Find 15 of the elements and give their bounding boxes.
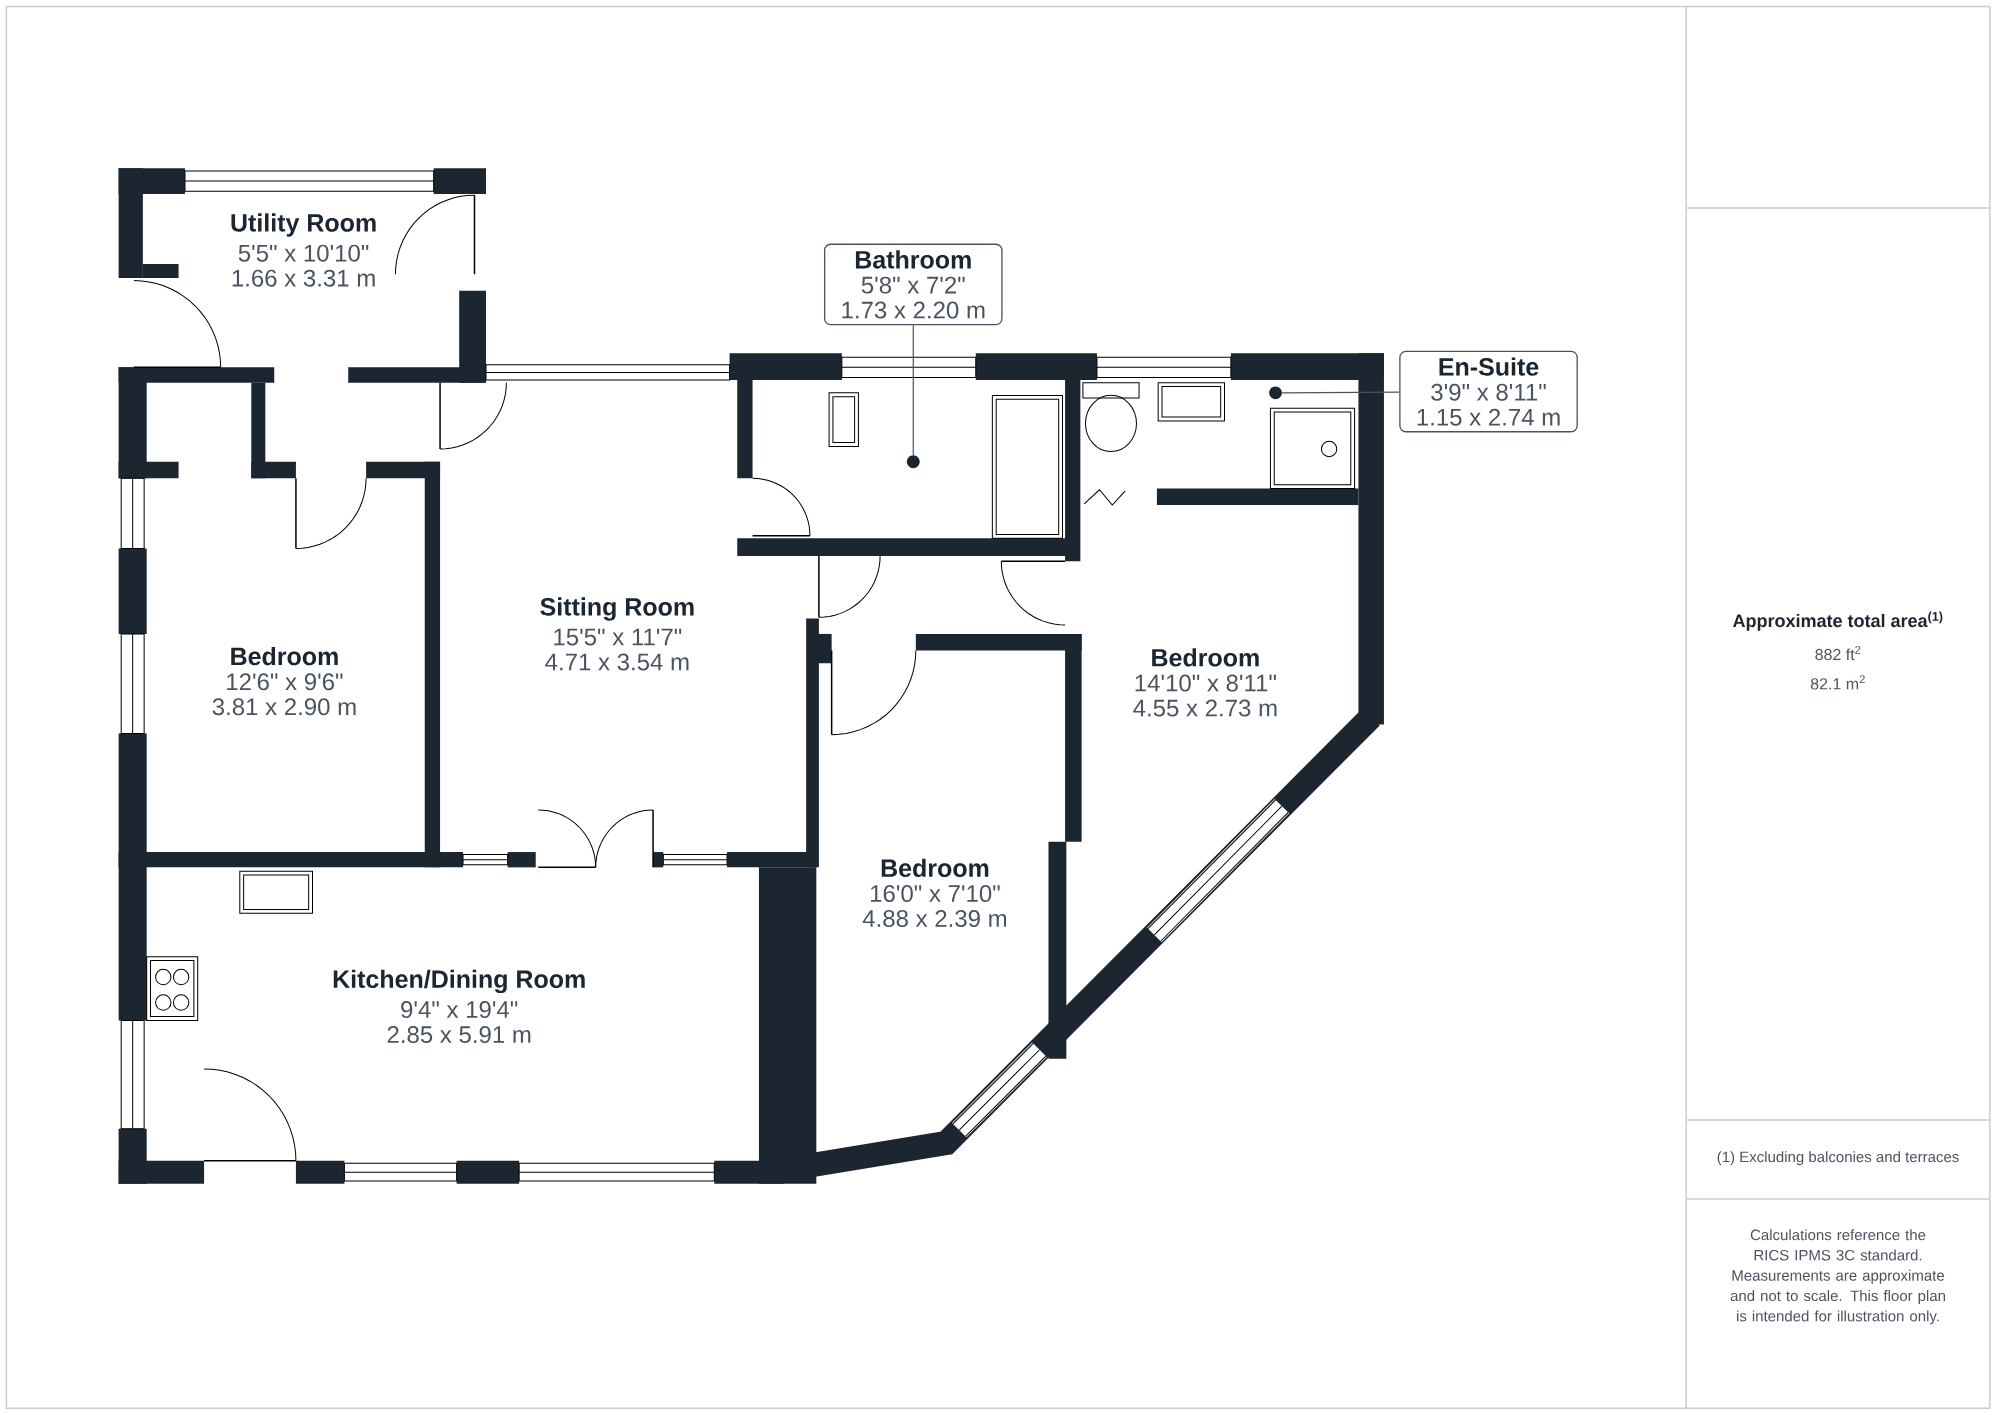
room-label: Kitchen/Dining Room 9'4" x 19'4" 2.85 x 5.91 m: [333, 969, 585, 1044]
disclaimer-text: Calculations reference the RICS IPMS 3C standard. Measurements are approximate and not to scale. This floor plan is intended for illustration only.: [1730, 1229, 1945, 1325]
room-label: Sitting Room 15'5" x 11'7" 4.71 x 3.54 m: [540, 597, 694, 671]
room-label: Bedroom 12'6" x 9'6" 3.81 x 2.90 m: [212, 646, 356, 716]
room-label: Bedroom 14'10" x 8'11" 4.55 x 2.73 m: [1133, 648, 1277, 717]
callout-box: Bathroom 5'8" x 7'2" 1.73 x 2.20 m: [824, 243, 1003, 326]
room-label: Bedroom 16'0" x 7'10" 4.88 x 2.39 m: [862, 858, 1007, 928]
area-value: 82.1 m$^{2}$: [1810, 675, 1865, 690]
callout-box: En-Suite 3'9" x 8'11" 1.15 x 2.74 m: [1399, 350, 1578, 433]
room-label: Utility Room 5'5" x 10'10" 1.66 x 3.31 m: [231, 213, 376, 287]
leader-line: [912, 324, 914, 456]
area-value: 882 ft$^{2}$: [1815, 645, 1861, 661]
footnote-text: (1) Excluding balconies and terraces: [1717, 1151, 1959, 1166]
leader-line: [1281, 391, 1400, 394]
area-heading: Approximate total area$^{(1)}$: [1733, 611, 1943, 631]
